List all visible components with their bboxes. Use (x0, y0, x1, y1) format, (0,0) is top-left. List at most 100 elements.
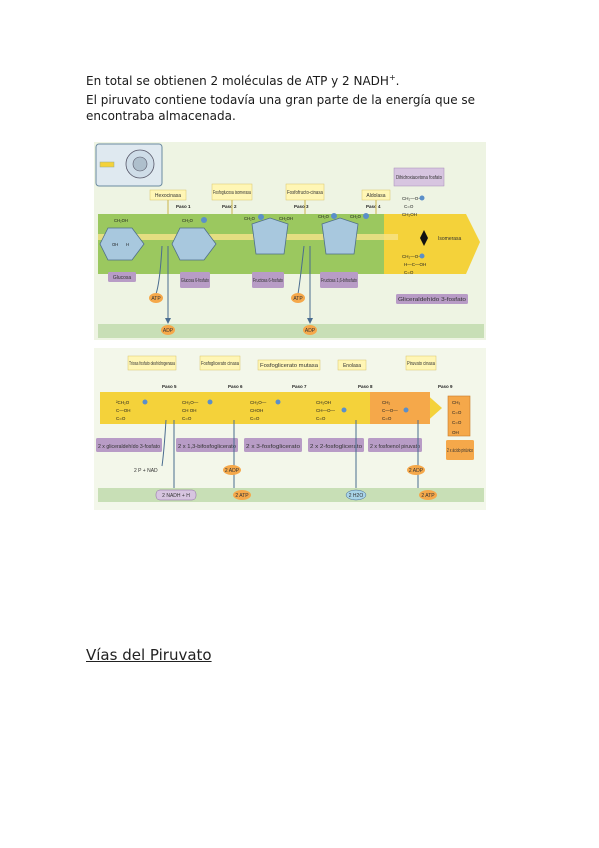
svg-text:Piruvato cinasa: Piruvato cinasa (407, 361, 435, 367)
enzyme-label-fosfoglicerato-cinasa: Fosfoglicerato cinasa (199, 355, 241, 371)
svg-text:CH₂O—: CH₂O— (250, 400, 267, 405)
svg-text:Gliceraldehído 3-fosfato: Gliceraldehído 3-fosfato (398, 297, 466, 303)
svg-text:CH₂—O—: CH₂—O— (402, 254, 423, 259)
top-yellow-arrow (384, 214, 480, 274)
structure-pyruvate: CH₃ C=O C=O OH (447, 395, 471, 437)
atp-badge-2: ATP (291, 293, 305, 303)
glycolysis-diagram: Hexocinasa Fosfoglucosa isomerasa Fosfof… (94, 142, 486, 510)
structure-pep: CH₂ C—O— C=O (382, 400, 409, 421)
svg-text:CH₂O: CH₂O (350, 214, 362, 219)
bottom-yellow-arrow (100, 392, 442, 424)
structure-13bpg: CH₂O— CH OH C=O (182, 399, 213, 421)
svg-text:2 x gliceraldehído 3-fosfato: 2 x gliceraldehído 3-fosfato (98, 444, 160, 450)
svg-text:C=O: C=O (404, 204, 414, 209)
tag-fructosa-6p: Fructosa 6-fosfato (252, 272, 284, 288)
svg-text:OH: OH (452, 430, 459, 435)
svg-text:C=O: C=O (316, 416, 326, 421)
svg-text:C=O: C=O (404, 270, 414, 275)
svg-text:H: H (126, 242, 129, 247)
svg-text:CH OH: CH OH (182, 408, 197, 413)
enzyme-label-fosfofructo: Fosfofructo-cinasa (285, 183, 325, 201)
arrow-in-icon (99, 161, 115, 168)
isomerase-arrow-icon (420, 230, 428, 246)
atp-badge-bottom-1: 2 ATP (233, 490, 251, 500)
adp-badge-bottom-1: 2 ADP (223, 465, 241, 475)
svg-text:CHOH: CHOH (250, 408, 263, 413)
svg-text:CH₂O—: CH₂O— (182, 400, 199, 405)
step-6: Paso 6 (228, 384, 243, 389)
enzyme-label-triosa: Triosa fosfato deshidrogenasa (127, 355, 177, 371)
h2o-badge: 2 H2O (345, 489, 367, 501)
dihydroxyacetone-structure: CH₂—O— C=O CH₂OH (402, 195, 425, 217)
step-8: Paso 8 (358, 384, 373, 389)
svg-text:Enolasa: Enolasa (343, 363, 361, 369)
svg-text:C=O: C=O (452, 410, 462, 415)
bottom-panel-bg (94, 348, 486, 510)
tag-bottom-g3p: 2 x gliceraldehído 3-fosfato (96, 438, 162, 452)
svg-text:2 ATP: 2 ATP (421, 493, 435, 499)
svg-text:Fructosa 1,6-bifosfato: Fructosa 1,6-bifosfato (321, 278, 357, 284)
svg-text:2 ADP: 2 ADP (225, 468, 240, 474)
svg-text:CH₂: CH₂ (382, 400, 390, 405)
atp-text: En total se obtienen 2 moléculas de ATP … (86, 74, 389, 88)
adp-badge-bottom-2: 2 ADP (407, 465, 425, 475)
svg-text:CH₂OH: CH₂OH (279, 216, 293, 221)
step-5: Paso 5 (162, 384, 177, 389)
step-1: Paso 1 (176, 204, 191, 209)
svg-text:2 x 2-fosfoglicerato: 2 x 2-fosfoglicerato (310, 444, 362, 450)
step-2: Paso 2 (222, 204, 237, 209)
tag-bottom-13bpg: 2 x 1,3-bifosfoglicerato (176, 438, 238, 452)
adp-badge-1: ADP (161, 325, 175, 335)
svg-text:2 x ácido pirúvico: 2 x ácido pirúvico (447, 448, 473, 454)
glyceraldehyde-structure: CH₂—O— H—C—OH C=O (402, 253, 426, 275)
enzyme-label-mutasa: Fosfoglicerato mutasa (257, 359, 321, 371)
paragraph-atp-total: En total se obtienen 2 moléculas de ATP … (86, 70, 399, 89)
tag-gliceraldehido-3p: Gliceraldehído 3-fosfato (396, 294, 468, 304)
svg-text:CH₂OH: CH₂OH (316, 400, 331, 405)
bottom-orange-block (370, 392, 430, 424)
superscript-plus: + (388, 73, 396, 82)
enzyme-label-piruvato-cinasa: Piruvato cinasa (405, 355, 437, 371)
svg-text:C—OH: C—OH (116, 408, 131, 413)
tag-bottom-2pg: 2 x 2-fosfoglicerato (308, 438, 364, 452)
structure-3pg: CH₂O— CHOH C=O (250, 399, 281, 421)
enzyme-label-hexocinasa: Hexocinasa (149, 189, 187, 201)
svg-text:C=O: C=O (250, 416, 260, 421)
svg-text:Fructosa 6-fosfato: Fructosa 6-fosfato (253, 278, 283, 284)
svg-text:C—O—: C—O— (382, 408, 398, 413)
enzyme-label-aldolasa: Aldolasa (361, 189, 391, 201)
svg-text:Hexocinasa: Hexocinasa (155, 193, 181, 199)
structure-g3p: ²CH₂O C—OH C=O (116, 399, 148, 421)
svg-text:2 x 1,3-bifosfoglicerato: 2 x 1,3-bifosfoglicerato (178, 444, 236, 450)
enzyme-label-enolasa: Enolasa (337, 359, 367, 371)
svg-text:Triosa fosfato deshidrogenasa: Triosa fosfato deshidrogenasa (129, 361, 175, 367)
fructose-6p-molecule: CH₂O CH₂OH (244, 214, 293, 255)
svg-text:Fosfoglicerato cinasa: Fosfoglicerato cinasa (201, 361, 239, 367)
section-heading-vias-piruvato: Vías del Piruvato (86, 646, 212, 664)
svg-text:CH₂—O—: CH₂—O— (402, 196, 423, 201)
fructose-16bp-molecule: CH₂O CH₂O (318, 213, 369, 255)
glucose-6p-molecule: CH₂O (171, 217, 217, 261)
svg-text:²CH₂O: ²CH₂O (116, 400, 130, 405)
svg-text:CH—O—: CH—O— (316, 408, 335, 413)
svg-text:CH₂O: CH₂O (244, 216, 256, 221)
svg-text:Glucosa: Glucosa (113, 275, 132, 281)
structure-2pg: CH₂OH CH—O— C=O (316, 400, 347, 421)
svg-text:ADP: ADP (163, 328, 174, 334)
svg-text:2 NADH + H: 2 NADH + H (162, 493, 190, 499)
svg-text:ATP: ATP (293, 296, 303, 302)
svg-text:2 ATP: 2 ATP (235, 493, 249, 499)
svg-text:ATP: ATP (151, 296, 161, 302)
svg-text:2 x fosfoenol piruvato: 2 x fosfoenol piruvato (370, 444, 420, 450)
step-3: Paso 3 (294, 204, 309, 209)
svg-text:2 ADP: 2 ADP (409, 468, 424, 474)
svg-text:C=O: C=O (182, 416, 192, 421)
label-dihidroxiacetona: Dihidroxiacetona fosfato (393, 167, 445, 187)
paragraph-pyruvate-energy: El piruvato contiene todavía una gran pa… (86, 93, 476, 123)
svg-text:CH₃: CH₃ (452, 400, 460, 405)
svg-text:Dihidroxiacetona fosfato: Dihidroxiacetona fosfato (396, 175, 442, 181)
svg-text:Glucosa 6-fosfato: Glucosa 6-fosfato (181, 278, 209, 284)
glycolysis-figure: Hexocinasa Fosfoglucosa isomerasa Fosfof… (94, 142, 486, 510)
svg-text:Aldolasa: Aldolasa (366, 193, 385, 199)
